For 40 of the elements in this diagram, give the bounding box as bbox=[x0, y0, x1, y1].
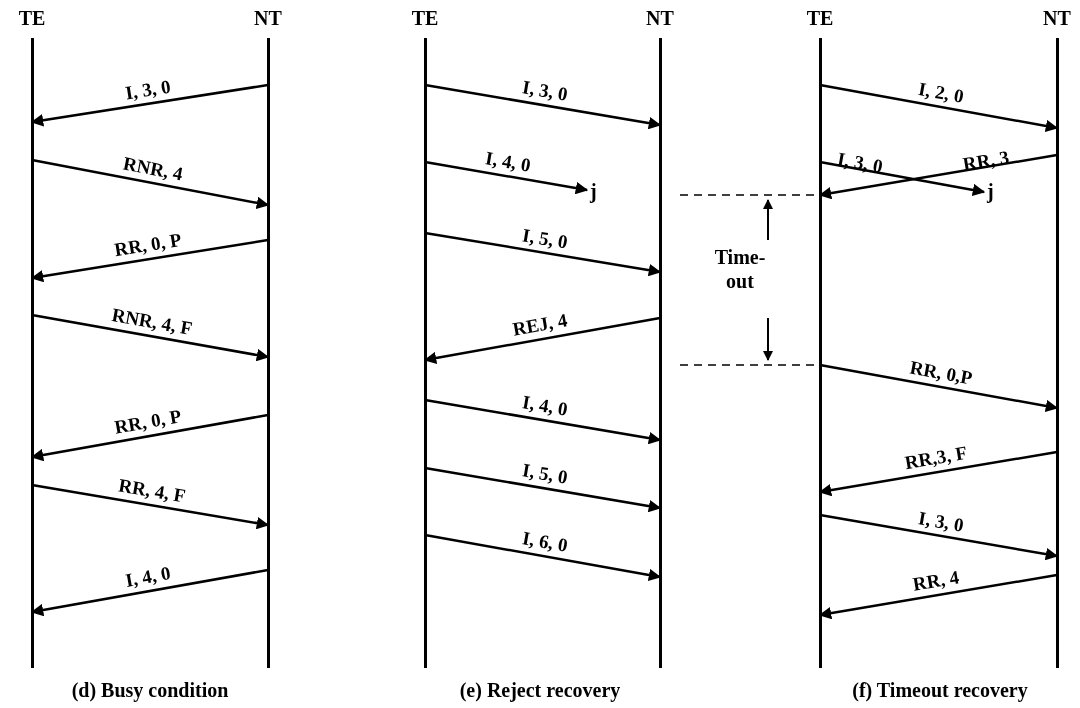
edge-label: RNR, 4 bbox=[121, 152, 185, 186]
participant-label: NT bbox=[646, 6, 674, 30]
message-arrow bbox=[424, 466, 662, 513]
participant-label: NT bbox=[254, 6, 282, 30]
edge-label: I, 3, 0 bbox=[123, 75, 172, 105]
edge-label: REJ, 4 bbox=[511, 309, 569, 341]
edge-label: RR,3, F bbox=[903, 442, 969, 475]
edge-label: RR, 0, P bbox=[112, 405, 183, 439]
edge-label: I, 4, 0 bbox=[123, 562, 172, 592]
message-arrow bbox=[819, 83, 1059, 133]
edge-label: I, 5, 0 bbox=[520, 459, 570, 489]
participant-label: TE bbox=[806, 6, 834, 30]
message-arrow bbox=[31, 158, 270, 210]
edge-label: I, 4, 0 bbox=[520, 391, 570, 421]
edge-label: RR, 4, F bbox=[117, 474, 188, 508]
message-arrow bbox=[424, 83, 662, 130]
frame-label: j bbox=[590, 180, 597, 202]
edge-label: I, 2, 0 bbox=[916, 77, 966, 108]
edge-label: I, 3, 0 bbox=[916, 507, 966, 537]
edge-label: I, 6, 0 bbox=[520, 527, 570, 558]
message-arrow bbox=[424, 160, 589, 195]
edge-label: I, 4, 0 bbox=[484, 147, 533, 177]
edge-label: RR, 4 bbox=[911, 566, 961, 596]
participant-label: TE bbox=[411, 6, 439, 30]
edge-label: I, 5, 0 bbox=[520, 224, 569, 254]
message-arrow bbox=[819, 160, 986, 197]
edge-label: I, 3, 0 bbox=[520, 76, 570, 106]
edge-label: RR, 0,P bbox=[908, 356, 974, 390]
edge-label: RNR, 4, F bbox=[110, 304, 195, 341]
participant-label: NT bbox=[1043, 6, 1071, 30]
frame-label: j bbox=[987, 180, 994, 202]
message-arrow bbox=[424, 533, 662, 582]
message-arrow bbox=[819, 363, 1059, 413]
message-arrow bbox=[424, 398, 662, 445]
participant-label: TE bbox=[18, 6, 46, 30]
message-arrow bbox=[424, 231, 662, 277]
message-arrow bbox=[31, 313, 270, 362]
message-arrow bbox=[819, 513, 1059, 561]
message-arrow bbox=[31, 483, 270, 530]
edge-label: RR, 0, P bbox=[112, 228, 183, 262]
